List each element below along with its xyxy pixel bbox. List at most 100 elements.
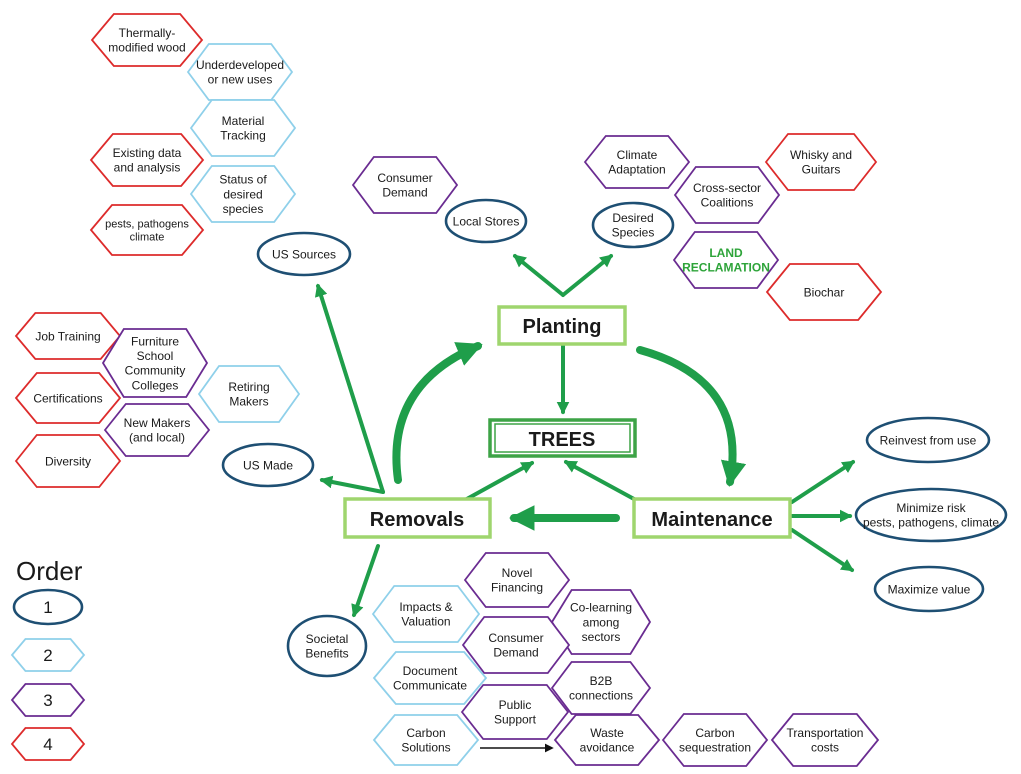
hexagon-shape (460, 684, 570, 740)
legend-item-order-1: 1 (12, 588, 84, 626)
hexagon-shape (583, 135, 691, 189)
ellipse-shape (221, 442, 315, 488)
arrow-planting-to-maintenance (636, 346, 747, 488)
hexagon-shape (550, 661, 652, 715)
node-label-line: Maximize value (888, 582, 971, 596)
node-label-line: Whisky and (790, 148, 852, 162)
node-label-line: Certifications (33, 391, 102, 405)
node-label-line: Community (125, 364, 186, 378)
node-label-line: Adaptation (608, 163, 665, 177)
node-label-line: Benefits (305, 647, 348, 661)
node-certifications: Certifications (14, 372, 122, 424)
hexagon-shape (351, 156, 459, 214)
node-thermally-modified-wood: Thermally-modified wood (90, 13, 204, 67)
node-label-line: Material (222, 114, 265, 128)
legend-item-label: 2 (43, 646, 52, 665)
trees-label: TREES (529, 429, 596, 451)
node-label-line: Makers (229, 395, 268, 409)
node-label-line: Novel (502, 566, 533, 580)
hexagon-shape (14, 434, 122, 488)
node-label-line: Status of (219, 173, 267, 187)
legend-item-order-2: 2 (10, 638, 86, 672)
arrow-maintenance-to-maximize-value (790, 528, 855, 572)
hexagon-shape (89, 204, 205, 256)
node-label-line: Communicate (393, 679, 467, 693)
node-label-line: Existing data (113, 146, 182, 160)
arrow-removals-to-planting (392, 342, 483, 484)
node-label-line: or new uses (208, 73, 273, 87)
ellipse-shape (873, 565, 985, 613)
node-label-line: costs (811, 741, 839, 755)
node-label-line: Public (499, 698, 532, 712)
node-job-training: Job Training (14, 312, 122, 360)
hub-boxes: Planting TREES Removals Maintenance (343, 305, 792, 539)
node-local-stores: Local Stores (444, 198, 528, 244)
ellipse-shape (286, 614, 368, 678)
node-label-line: New Makers (124, 416, 191, 430)
arrow-maintenance-to-trees (563, 460, 636, 501)
hexagon-shape (672, 231, 780, 289)
hexagon-shape (189, 99, 297, 157)
node-label-line: US Made (243, 458, 293, 472)
node-label-line: Diversity (45, 454, 91, 468)
node-label-line: Underdeveloped (196, 58, 284, 72)
node-label-line: Carbon (406, 726, 445, 740)
node-label-line: Consumer (488, 631, 543, 645)
node-us-made: US Made (221, 442, 315, 488)
legend-hexagon (10, 683, 86, 717)
node-label-line: connections (569, 689, 633, 703)
node-label-line: Local Stores (453, 214, 520, 228)
hexagon-shape (197, 365, 301, 423)
planting-label: Planting (523, 316, 602, 338)
hexagon-shape (189, 165, 297, 223)
node-label-line: modified wood (108, 41, 185, 55)
nodes-layer: Thermally-modified woodUnderdevelopedor … (14, 13, 1008, 767)
node-maximize-value: Maximize value (873, 565, 985, 613)
node-new-makers: New Makers(and local) (103, 403, 211, 457)
node-label-line: Solutions (401, 741, 450, 755)
node-label-line: Societal (306, 632, 349, 646)
node-label-line: Waste (590, 726, 624, 740)
ellipse-shape (865, 416, 991, 464)
node-reinvest: Reinvest from use (865, 416, 991, 464)
node-label-line: Transportation (787, 726, 864, 740)
legend-title: Order (16, 556, 83, 586)
ellipse-shape (854, 487, 1008, 543)
maintenance-box (632, 497, 792, 539)
node-label-line: Document (403, 664, 458, 678)
node-label-line: and analysis (114, 161, 181, 175)
removals-box (343, 497, 492, 539)
hexagon-shape (103, 403, 211, 457)
node-label-line: RECLAMATION (682, 261, 770, 275)
node-label-line: Job Training (35, 329, 100, 343)
hexagon-shape (101, 328, 209, 398)
node-label-line: Impacts & (399, 600, 452, 614)
node-label-line: Consumer (377, 171, 432, 185)
node-label-line: pests, pathogens (105, 218, 189, 230)
arrow-maintenance-to-reinvest (790, 460, 856, 504)
ellipse-shape (256, 231, 352, 277)
node-label-line: Colleges (132, 378, 179, 392)
ellipse-shape (591, 201, 675, 249)
connector-arrows (314, 254, 856, 618)
hexagon-shape (14, 372, 122, 424)
arrow-removals-to-us-sources (314, 283, 385, 494)
planting-box (497, 305, 627, 346)
legend-item-label: 4 (43, 735, 52, 754)
